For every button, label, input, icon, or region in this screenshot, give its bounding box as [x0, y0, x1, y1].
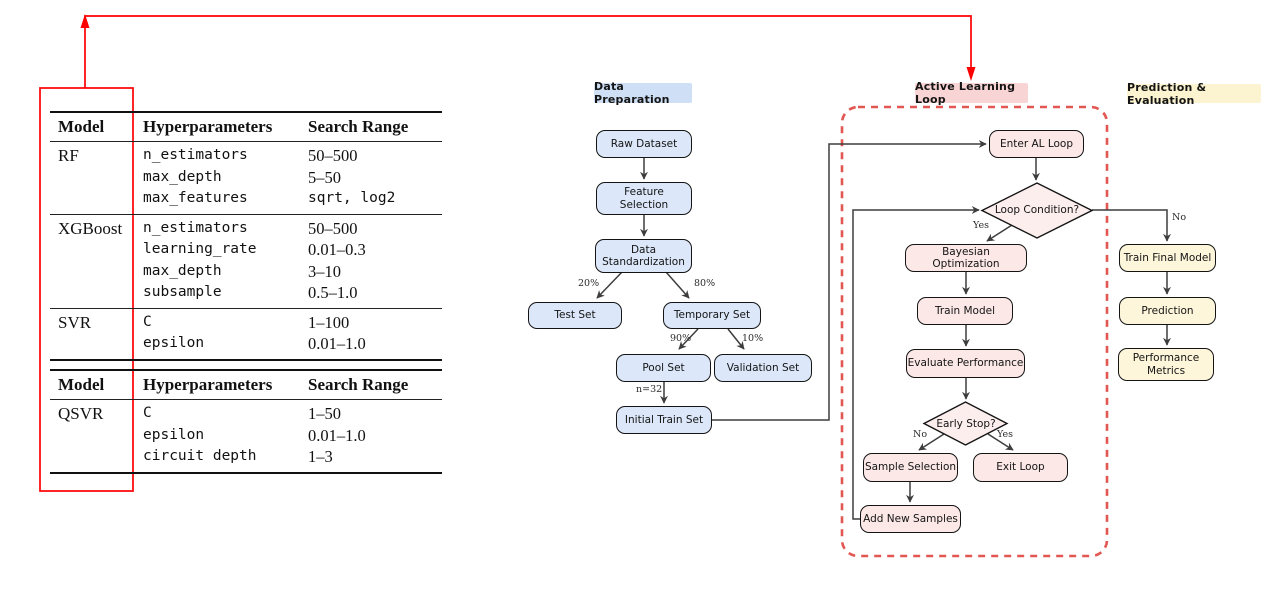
node-data-standardization: Data Standardization: [595, 239, 692, 273]
node-loop-condition: Loop Condition?: [994, 204, 1080, 216]
search-range: sqrt, log2: [308, 190, 396, 206]
hyperparameter-name: C: [143, 313, 152, 330]
table-header-row: Model Hyperparameters Search Range: [50, 113, 442, 142]
node-bayesian-optimization: Bayesian Optimization: [905, 244, 1027, 272]
search-range: 0.01–0.3: [308, 240, 366, 259]
node-evaluate-performance: Evaluate Performance: [906, 349, 1025, 378]
table-header-hyperparameters: Hyperparameters: [143, 117, 273, 136]
node-validation-set: Validation Set: [714, 354, 812, 382]
node-add-new-samples: Add New Samples: [860, 505, 961, 533]
node-sample-selection: Sample Selection: [863, 453, 958, 482]
table-group-rf: RF n_estimators max_depth max_features 50–50…: [50, 142, 442, 214]
node-train-final-model: Train Final Model: [1119, 244, 1216, 272]
al-loop-dashed-border: [840, 105, 1109, 558]
search-range: 1–50: [308, 404, 341, 423]
hyperparameter-name: C: [143, 405, 152, 421]
node-pool-set: Pool Set: [616, 354, 711, 382]
node-raw-dataset: Raw Dataset: [596, 130, 692, 158]
node-early-stop: Early Stop?: [936, 417, 996, 430]
red-arrowhead-down: [966, 67, 976, 81]
section-label-active-learning-loop: Active Learning Loop: [915, 80, 1028, 106]
node-initial-train-set: Initial Train Set: [616, 406, 712, 434]
node-feature-selection: Feature Selection: [596, 182, 692, 215]
hyperparameter-name: subsample: [143, 284, 222, 300]
edge-label-n32: n=32: [636, 384, 663, 395]
section-label-data-preparation: Data Preparation: [594, 80, 692, 106]
edge-label-20pct: 20%: [578, 278, 600, 289]
search-range: 0.5–1.0: [308, 283, 358, 302]
search-range: 50–500: [308, 146, 358, 165]
search-range: 0.01–1.0: [308, 334, 366, 353]
search-range: 1–100: [308, 312, 350, 332]
model-name: XGBoost: [58, 218, 123, 238]
hyperparameter-name: max_depth: [143, 262, 222, 279]
table-header-search-range: Search Range: [308, 375, 409, 394]
model-name: SVR: [58, 312, 92, 332]
node-performance-metrics: Performance Metrics: [1118, 348, 1214, 381]
model-column-highlight-box: [39, 87, 134, 492]
hyperparameter-name: max_depth: [143, 168, 222, 185]
hyperparameter-name: n_estimators: [143, 219, 248, 236]
node-test-set: Test Set: [528, 302, 622, 329]
search-range: 0.01–1.0: [308, 425, 366, 445]
search-range: 50–500: [308, 218, 358, 238]
table-header-model: Model: [58, 117, 105, 136]
search-range: 1–3: [308, 447, 333, 466]
hyperparameter-name: max_features: [143, 190, 248, 206]
hyperparameter-name: n_estimators: [143, 147, 248, 163]
edge-label-10pct: 10%: [742, 333, 764, 344]
hyperparameter-name: epsilon: [143, 335, 205, 351]
flow-arrows: [596, 140, 1171, 520]
red-arrowhead-up: [80, 14, 90, 28]
node-enter-al-loop: Enter AL Loop: [989, 130, 1084, 158]
hyperparameter-name: learning_rate: [143, 241, 257, 257]
edge-label-loop-yes: Yes: [973, 220, 989, 231]
edge-label-loop-no: No: [1172, 212, 1187, 223]
hyperparameter-name: circuit depth: [143, 448, 257, 464]
table-header-row: Model Hyperparameters Search Range: [50, 371, 442, 400]
section-label-prediction-evaluation: Prediction & Evaluation: [1127, 81, 1261, 107]
edge-label-early-no: No: [913, 429, 928, 440]
search-range: 5–50: [308, 167, 341, 187]
loop-condition-diamond: [980, 182, 1094, 239]
model-name: RF: [58, 146, 79, 165]
hyperparameter-name: epsilon: [143, 426, 205, 443]
node-exit-loop: Exit Loop: [973, 453, 1068, 482]
node-prediction: Prediction: [1119, 297, 1216, 325]
node-train-model: Train Model: [917, 297, 1013, 325]
table-group-xgboost: XGBoost n_estimators learning_rate max_dept…: [50, 213, 442, 308]
table-header-search-range: Search Range: [308, 117, 409, 136]
edge-label-80pct: 80%: [694, 278, 716, 289]
model-name: QSVR: [58, 404, 104, 423]
red-annotation-path: [39, 14, 976, 492]
early-stop-diamond: [922, 401, 1009, 446]
table-header-model: Model: [58, 375, 105, 394]
edge-label-early-yes: Yes: [997, 429, 1013, 440]
edge-label-90pct: 90%: [670, 333, 692, 344]
search-range: 3–10: [308, 261, 341, 281]
table-header-hyperparameters: Hyperparameters: [143, 375, 273, 394]
node-temporary-set: Temporary Set: [663, 302, 761, 329]
